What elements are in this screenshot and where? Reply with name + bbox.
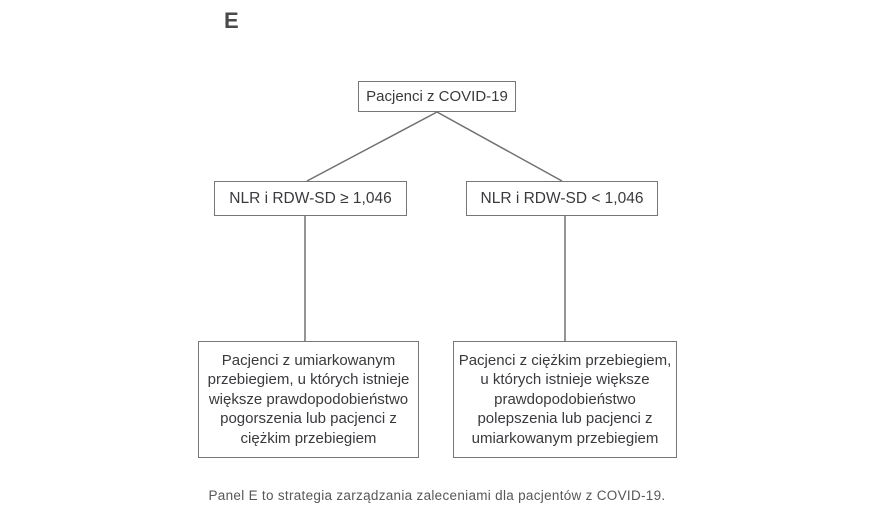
node-condition-nlr-rdw-low: NLR i RDW-SD < 1,046 [466, 181, 658, 216]
panel-label: E [224, 8, 239, 33]
node-outcome-severe-course: Pacjenci z ciężkim przebiegiem, u któryc… [453, 341, 677, 458]
connector-root-to-right-condition [436, 111, 563, 182]
node-outcome-moderate-course: Pacjenci z umiarkowanym przebiegiem, u k… [198, 341, 419, 458]
figure-caption: Panel E to strategia zarządzania zalecen… [208, 488, 666, 503]
node-condition-nlr-rdw-high: NLR i RDW-SD ≥ 1,046 [214, 181, 407, 216]
connector-root-to-left-condition [306, 111, 438, 182]
node-root-patients: Pacjenci z COVID-19 [358, 81, 516, 112]
